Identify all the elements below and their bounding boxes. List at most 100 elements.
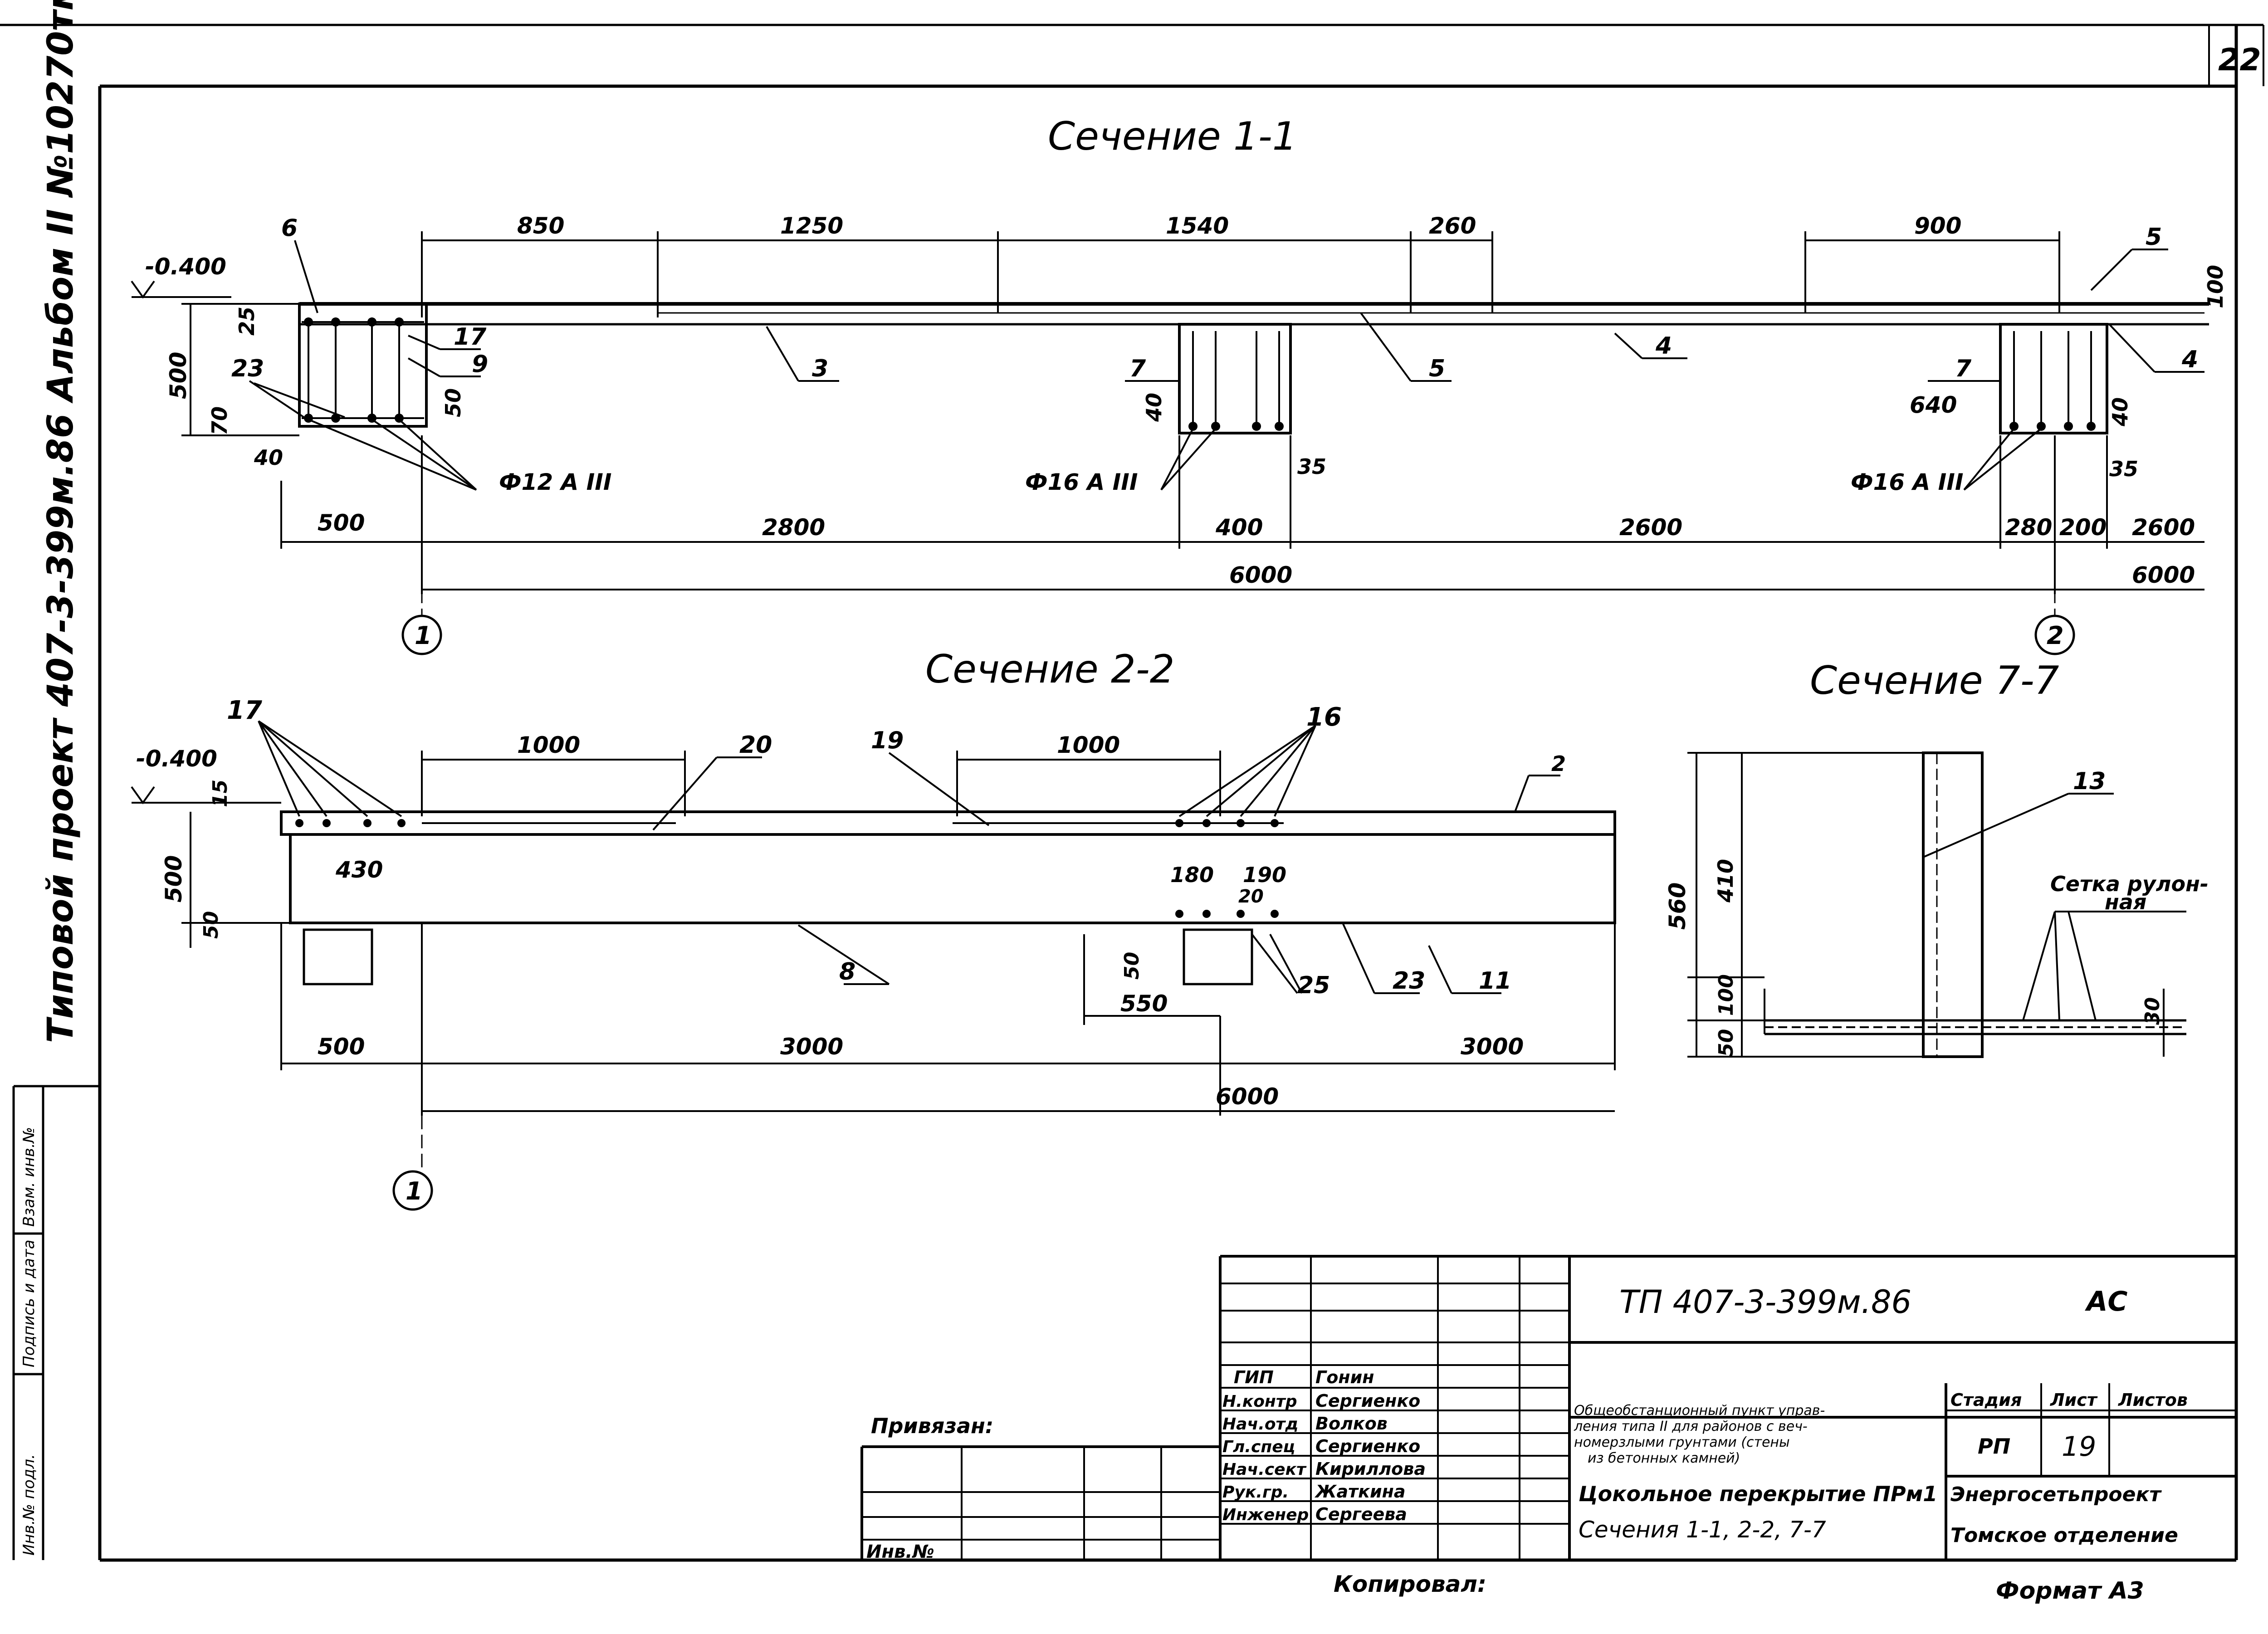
s11-mark-4: 4 — [1655, 332, 1672, 360]
s11-mark-3: 3 — [812, 355, 828, 382]
side-col-inv: Инв.№ подл. — [20, 1454, 38, 1556]
s11-dim-500: 500 — [165, 352, 191, 399]
s22-mark-23: 23 — [1393, 967, 1425, 995]
name-0: Гонин — [1315, 1367, 1374, 1387]
s11-mark-17: 17 — [454, 323, 487, 351]
s11-bot-dim-400: 400 — [1215, 514, 1263, 541]
s11-dim-50: 50 — [441, 388, 465, 417]
s11-mark-5: 5 — [1429, 355, 1445, 382]
s11-dim-70: 70 — [207, 406, 232, 435]
title-block: ТП 407-3-399м.86 АС Привязан: Инв.№ ГИП … — [860, 1255, 2236, 1562]
section-1-1: Сечение 1-1 -0.400 — [131, 114, 2228, 655]
s11-top-dim-260: 260 — [1429, 213, 1476, 239]
s11-total-6000b: 6000 — [2132, 562, 2195, 588]
s22-dim-190: 190 — [1243, 863, 1286, 887]
org-branch: Томское отделение — [1950, 1524, 2178, 1547]
role-1: Н.контр — [1222, 1392, 1297, 1411]
s22-mark-8: 8 — [839, 958, 855, 985]
s22-dim-500: 500 — [161, 855, 187, 902]
s11-bot-dim-2800: 2800 — [762, 514, 825, 541]
s77-dim-410: 410 — [1713, 859, 1738, 903]
s77-dim-30: 30 — [2141, 997, 2164, 1025]
s11-bot-dim-280: 280 — [2005, 514, 2052, 541]
s11-bot-dim-500: 500 — [318, 510, 365, 536]
name-4: Кириллова — [1315, 1459, 1426, 1479]
s11-rebar-f16: Ф16 А III — [1025, 469, 1138, 495]
sheet-name-1: Сечения 1-1, 2-2, 7-7 — [1579, 1517, 1826, 1543]
s11-bot-dim-2600: 2600 — [1619, 514, 1682, 541]
s22-bot-dim-3000a: 3000 — [780, 1034, 843, 1060]
s11-top-dim-850: 850 — [517, 213, 564, 239]
s11-mark-5b: 5 — [2146, 224, 2162, 251]
s22-bot-dim-500: 500 — [318, 1034, 365, 1060]
section-2-2-title: Сечение 2-2 — [925, 647, 1175, 692]
section-7-7: Сечение 7-7 560 410 100 50 30 13 Сетка р… — [1664, 658, 2209, 1058]
sheets-header: Листов — [2118, 1390, 2188, 1410]
s22-dim-20: 20 — [1238, 886, 1264, 907]
s11-top-dim-1250: 1250 — [780, 213, 843, 239]
s77-dim-560: 560 — [1664, 883, 1691, 930]
s11-dim-35: 35 — [1297, 454, 1326, 479]
s11-bot-dim-200: 200 — [2059, 514, 2107, 541]
s11-dim-40b: 40 — [1142, 393, 1166, 422]
title-block-inv: Инв.№ — [866, 1541, 934, 1562]
role-4: Нач.сект — [1222, 1460, 1307, 1479]
s77-dim-50: 50 — [1715, 1029, 1738, 1057]
s11-top-dim-1540: 1540 — [1166, 213, 1229, 239]
s11-total-6000: 6000 — [1229, 562, 1292, 588]
org-name: Энергосетьпроект — [1950, 1483, 2162, 1506]
s22-mark-11: 11 — [1479, 967, 1511, 995]
s11-dim-100: 100 — [2203, 265, 2228, 308]
s22-mark-2: 2 — [1551, 751, 1566, 776]
s22-total-6000: 6000 — [1216, 1083, 1279, 1110]
sheet-name-0: Цокольное перекрытие ПРм1 — [1579, 1482, 1937, 1506]
sheet-number: 22 — [2218, 42, 2261, 78]
s11-dim-40: 40 — [254, 445, 283, 470]
name-3: Сергиенко — [1315, 1436, 1420, 1456]
s22-dim-50b: 50 — [200, 911, 223, 939]
section-1-1-level: -0.400 — [145, 254, 226, 280]
s22-dim-50a: 50 — [1120, 952, 1144, 980]
title-block-privyazan: Привязан: — [871, 1414, 993, 1438]
s22-mark-20: 20 — [739, 732, 772, 759]
role-0: ГИП — [1234, 1367, 1274, 1387]
s11-axis-2: 2 — [2047, 621, 2064, 650]
s11-top-dim-900: 900 — [1914, 213, 1961, 239]
s11-rebar-f12: Ф12 А III — [499, 469, 612, 495]
role-3: Гл.спец — [1222, 1438, 1295, 1456]
s11-mark-23: 23 — [231, 355, 264, 382]
section-7-7-title: Сечение 7-7 — [1810, 658, 2059, 703]
s11-mark-9: 9 — [472, 351, 488, 378]
s11-bot-dim-2600b: 2600 — [2132, 514, 2195, 541]
s11-mark-7b: 7 — [1955, 355, 1972, 382]
name-1: Сергиенко — [1315, 1391, 1420, 1411]
object-name-3: из бетонных камней) — [1588, 1450, 1740, 1466]
s22-dim-550: 550 — [1120, 990, 1168, 1017]
section-1-1-title: Сечение 1-1 — [1048, 114, 1297, 159]
s11-mark-4b: 4 — [2181, 346, 2198, 373]
s11-mark-6: 6 — [281, 215, 298, 242]
s11-dim-40c: 40 — [2108, 397, 2132, 427]
stage-value: РП — [1978, 1434, 2010, 1458]
s11-dim-35b: 35 — [2109, 457, 2138, 481]
stage-header: Стадия — [1950, 1390, 2022, 1410]
s22-mark-25: 25 — [1297, 972, 1330, 999]
roles-table: ГИП Гонин Н.контр Сергиенко Нач.отд Волк… — [1222, 1367, 1426, 1524]
name-6: Сергеева — [1315, 1504, 1407, 1524]
sheet-frame — [0, 24, 2264, 1562]
section-2-2: Сечение 2-2 -0.400 1000 1000 430 — [131, 647, 1616, 1211]
title-block-mark: АС — [2085, 1286, 2127, 1317]
sheet-header: Лист — [2050, 1390, 2098, 1410]
name-5: Жаткина — [1314, 1482, 1406, 1502]
s22-axis-1: 1 — [406, 1177, 423, 1205]
side-stamp-text: Типовой проект 407-3-399м.86 Альбом II №… — [40, 0, 81, 1043]
s22-dim-430: 430 — [335, 857, 383, 883]
s11-rebar-f16b: Ф16 А III — [1851, 469, 1964, 495]
format-label: Формат А3 — [1996, 1577, 2144, 1605]
s22-mark-19: 19 — [871, 727, 904, 754]
object-name-1: ления типа II для районов с веч- — [1574, 1419, 1808, 1434]
s11-dim-640: 640 — [1910, 392, 1957, 418]
title-block-code: ТП 407-3-399м.86 — [1619, 1283, 1911, 1321]
s11-axis-1: 1 — [415, 621, 432, 650]
